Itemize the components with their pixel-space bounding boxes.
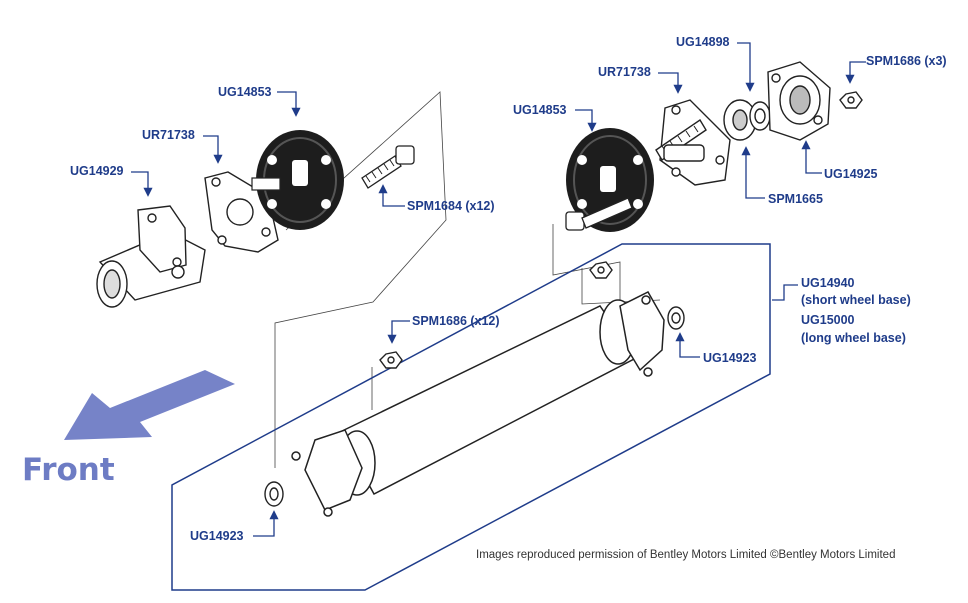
bush-ug14923-right [667,306,685,330]
label-ur71738-left: UR71738 [142,128,195,142]
label-ug14925: UG14925 [824,167,878,181]
label-ug14923-right: UG14923 [703,351,757,365]
label-spm1665: SPM1665 [768,192,823,206]
right-companion-flange-ug14925 [767,61,831,141]
label-long-wheel-base: (long wheel base) [801,331,906,345]
right-flex-coupling-ug14853 [566,128,654,232]
front-direction-arrow [64,370,235,440]
right-washer-spm1665 [749,101,771,131]
right-bolt [565,197,633,231]
left-bolt-spm1684 [361,145,415,189]
label-short-wheel-base: (short wheel base) [801,293,911,307]
bush-ug14923-left [264,481,284,507]
shaft-nut-top [589,261,613,279]
right-flange-ur71738 [655,99,731,186]
label-spm1684: SPM1684 (x12) [407,199,495,213]
leader-lines [131,42,866,537]
label-ug14853-right: UG14853 [513,103,567,117]
image-credit: Images reproduced permission of Bentley … [476,549,896,561]
label-ug14929: UG14929 [70,164,124,178]
label-ug15000: UG15000 [801,313,855,327]
label-ur71738-right: UR71738 [598,65,651,79]
label-ug14923-left: UG14923 [190,529,244,543]
right-nut-spm1686 [839,91,863,109]
propeller-shaft-ug14940 [291,291,665,517]
label-ug14940: UG14940 [801,276,855,290]
front-label: Front [22,452,115,488]
shaft-nut-spm1686 [379,351,403,369]
label-spm1686-x3: SPM1686 (x3) [866,54,947,68]
shaft-assembly-outline [171,243,771,591]
label-spm1686-x12: SPM1686 (x12) [412,314,500,328]
label-ug14898: UG14898 [676,35,730,49]
left-yoke-ug14929 [96,205,206,308]
label-ug14853-left: UG14853 [218,85,272,99]
left-flex-coupling-ug14853 [251,130,344,230]
